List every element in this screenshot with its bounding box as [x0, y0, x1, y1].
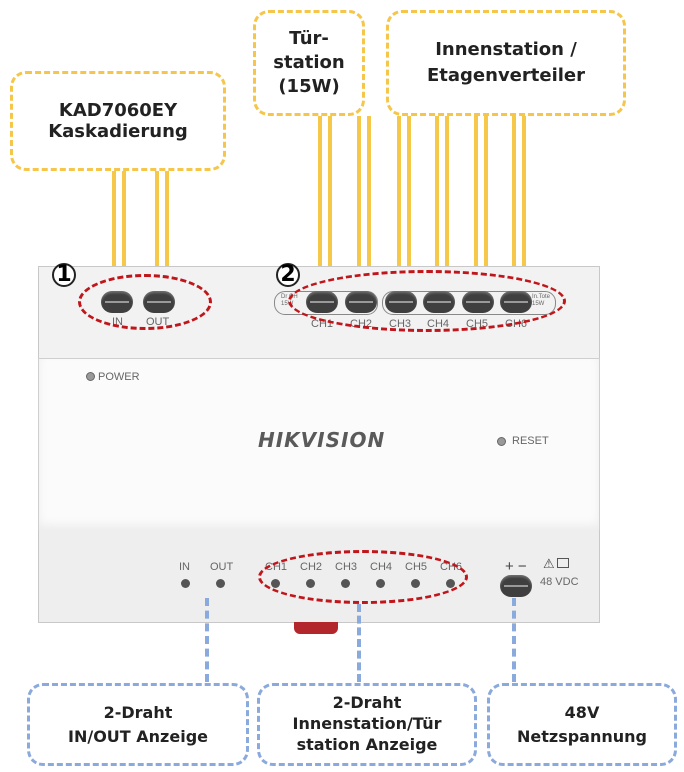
label-voltage: 48 VDC [540, 576, 579, 588]
device-front-panel [38, 358, 600, 532]
power-terminal [500, 575, 532, 597]
din-clip [294, 622, 338, 634]
callout-innenstation: Innenstation / Etagenverteiler [386, 10, 626, 116]
callout-innenstation-text: Innenstation / Etagenverteiler [426, 38, 585, 86]
callout-innen-anzeige-text: 2-Draht Innenstation/Tür station Anzeige [292, 693, 442, 754]
callout-kaskadierung-text: KAD7060EY Kaskadierung [48, 100, 188, 142]
marker-two: 2 [276, 263, 300, 287]
label-power: POWER [98, 371, 140, 383]
callout-tuerstation: Tür- station (15W) [253, 10, 365, 116]
callout-kaskadierung: KAD7060EY Kaskadierung [10, 71, 226, 171]
label-polarity: + − [505, 558, 527, 575]
leader-inout [205, 598, 209, 682]
leader-power [512, 598, 516, 682]
marker-one: 1 [52, 263, 76, 287]
callout-tuerstation-text: Tür- station (15W) [273, 27, 345, 98]
label-bot-out: OUT [210, 561, 234, 573]
warning-icon: ⚠ [543, 556, 555, 571]
marker-one-text: 1 [56, 262, 72, 287]
highlight-channel-terminals [288, 270, 566, 332]
power-led [86, 372, 95, 381]
callout-netzspannung: 48V Netzspannung [487, 683, 677, 766]
callout-inout-anzeige-text: 2-Draht IN/OUT Anzeige [68, 703, 208, 746]
callout-inout-anzeige: 2-Draht IN/OUT Anzeige [27, 683, 249, 766]
led-in [181, 579, 190, 588]
label-bot-in: IN [179, 561, 190, 573]
highlight-channel-leds [258, 550, 468, 604]
reset-button [497, 437, 506, 446]
callout-netzspannung-text: 48V Netzspannung [517, 703, 647, 746]
manual-icon [557, 558, 569, 568]
led-out [216, 579, 225, 588]
leader-channels [357, 604, 361, 682]
brand-logo: HIKVISION [258, 428, 386, 452]
callout-innen-anzeige: 2-Draht Innenstation/Tür station Anzeige [257, 683, 477, 766]
marker-two-text: 2 [280, 262, 296, 287]
label-reset: RESET [512, 435, 549, 447]
highlight-cascade-terminals [78, 274, 212, 330]
